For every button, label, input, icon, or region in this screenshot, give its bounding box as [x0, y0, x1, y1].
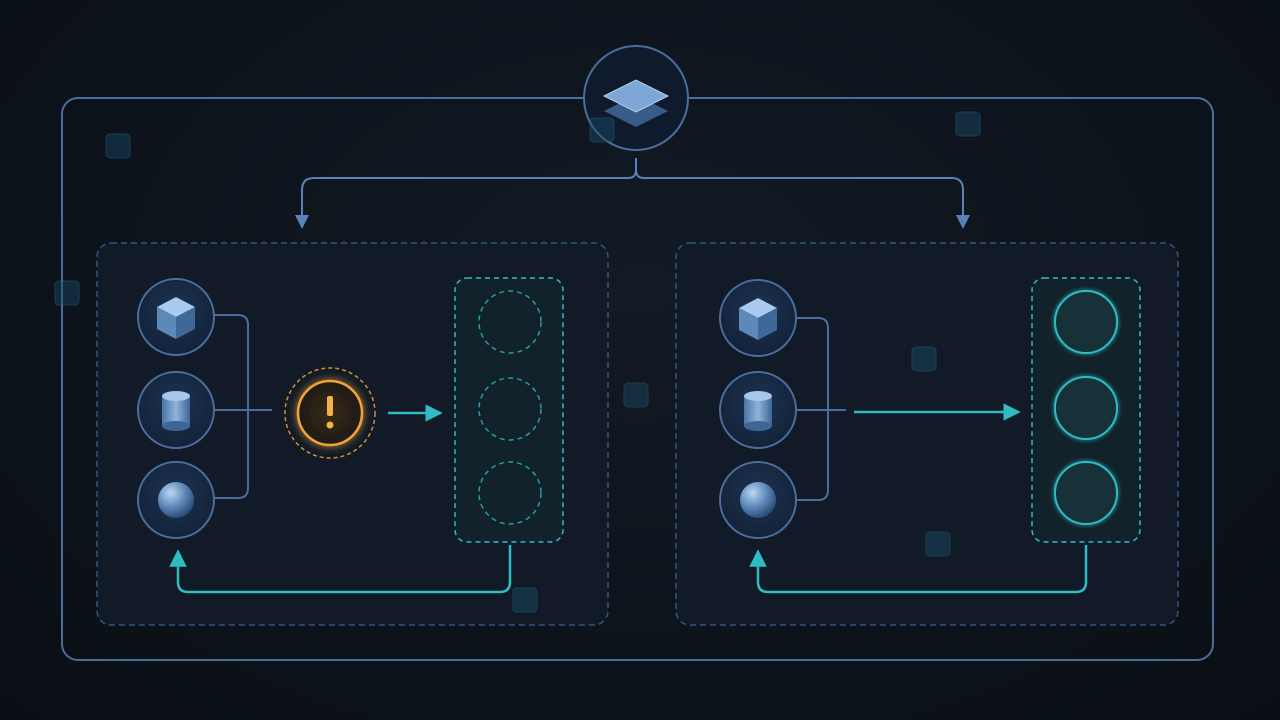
- logo-badge-icon: [589, 117, 615, 143]
- feedback-loop-right: [749, 545, 1088, 594]
- slot-filled: [1054, 376, 1118, 440]
- cube-icon: [739, 298, 777, 340]
- root-node[interactable]: [583, 45, 689, 151]
- sphere-icon: [158, 482, 194, 518]
- source-bracket-left: [214, 314, 272, 499]
- cylinder-icon: [744, 391, 772, 431]
- logo-badge-icon: [54, 280, 80, 306]
- slot-empty: [478, 290, 542, 354]
- slot-filled: [1054, 290, 1118, 354]
- slot-empty: [478, 461, 542, 525]
- warning-icon: [326, 396, 334, 429]
- layers-icon: [602, 79, 670, 127]
- slot-container-left: [454, 277, 564, 543]
- source-bracket-right: [796, 317, 846, 501]
- cube-icon: [157, 297, 195, 339]
- sphere-icon: [740, 482, 776, 518]
- branch-connector-left: [295, 158, 637, 229]
- cylinder-icon: [162, 391, 190, 431]
- watermark-layer: [54, 111, 981, 613]
- logo-badge-icon: [512, 587, 538, 613]
- logo-badge-icon: [623, 382, 649, 408]
- warning-gate[interactable]: [284, 367, 376, 459]
- slot-filled: [1054, 461, 1118, 525]
- source-node-cube[interactable]: [137, 278, 215, 356]
- slot-container-right: [1031, 277, 1141, 543]
- logo-badge-icon: [911, 346, 937, 372]
- source-node-cylinder[interactable]: [137, 371, 215, 449]
- logo-badge-icon: [105, 133, 131, 159]
- source-node-sphere[interactable]: [719, 461, 797, 539]
- panel-left: [96, 242, 609, 626]
- feedback-loop-left: [169, 545, 512, 594]
- source-node-cube[interactable]: [719, 279, 797, 357]
- source-node-cylinder[interactable]: [719, 371, 797, 449]
- logo-badge-icon: [955, 111, 981, 137]
- source-node-sphere[interactable]: [137, 461, 215, 539]
- slot-empty: [478, 377, 542, 441]
- branch-connector-right: [635, 169, 970, 229]
- panel-right: [675, 242, 1179, 626]
- logo-badge-icon: [925, 531, 951, 557]
